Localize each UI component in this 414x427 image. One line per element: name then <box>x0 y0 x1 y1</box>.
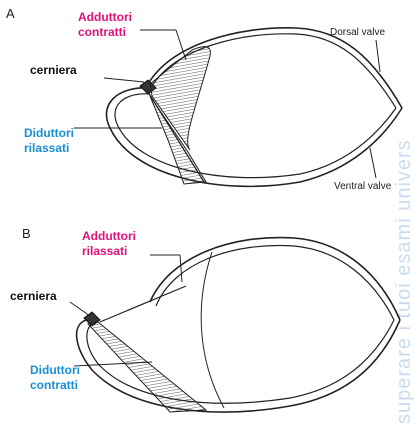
panel-b-adductor-label: Adduttori rilassati <box>82 229 139 258</box>
panel-a-diductor-label: Diduttori rilassati <box>24 126 77 155</box>
panel-b-adductor-muscle <box>100 286 186 322</box>
panel-b-inner-curve <box>201 252 224 408</box>
panel-a-letter: A <box>6 6 15 21</box>
panel-b-diductor-label: Diduttori contratti <box>30 363 83 392</box>
panel-b-hinge-leader <box>70 302 90 316</box>
panel-a-dorsal-leader <box>376 40 380 72</box>
panel-b: B Adduttori rilassati cerniera Diduttori… <box>10 226 400 412</box>
panel-b-letter: B <box>22 226 31 241</box>
panel-b-hinge-label: cerniera <box>10 289 57 303</box>
panel-a-adductor-label: Adduttori contratti <box>78 10 135 39</box>
panel-a-adductor-muscle <box>150 47 210 150</box>
panel-a-hinge-label: cerniera <box>30 63 77 77</box>
panel-b-ventral-valve <box>77 320 400 412</box>
panel-a: A Adduttori contratti cerniera Diduttori… <box>6 6 402 192</box>
panel-a-ventral-valve-label: Ventral valve <box>334 181 392 192</box>
panel-a-dorsal-valve-label: Dorsal valve <box>330 27 385 38</box>
panel-a-ventral-valve <box>106 88 402 187</box>
watermark-text: superare i tuoi esami univers <box>393 139 414 424</box>
panel-b-dorsal-valve <box>150 238 400 320</box>
panel-a-hinge-leader <box>104 78 144 82</box>
panel-b-diductor-muscle <box>88 322 206 412</box>
panel-a-ventral-leader <box>370 148 376 178</box>
